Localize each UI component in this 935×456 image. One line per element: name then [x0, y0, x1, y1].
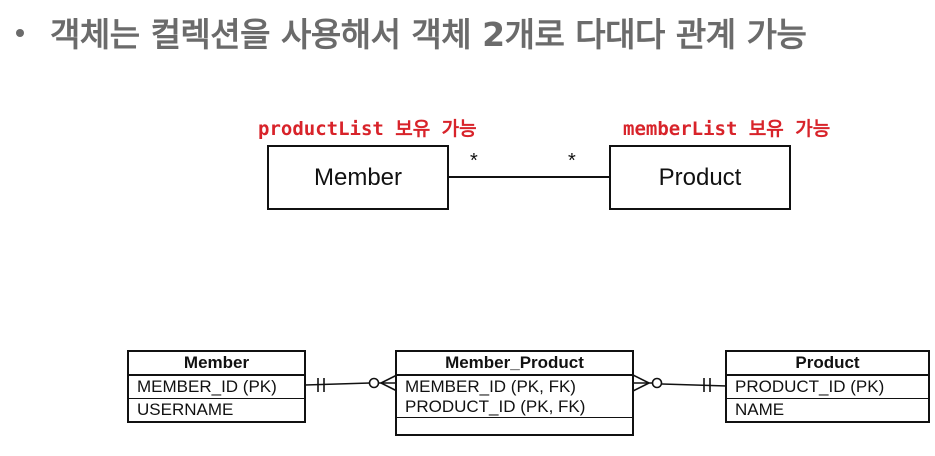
slide-title: 객체는 컬렉션을 사용해서 객체 2개로 다대다 관계 가능 — [12, 8, 807, 56]
erd-table-member-product-title: Member_Product — [397, 352, 632, 376]
erd-relation-product — [632, 374, 728, 392]
product-note: memberList 보유 가능 — [623, 118, 831, 140]
bullet-dot — [16, 28, 24, 37]
erd-table-member: Member MEMBER_ID (PK) USERNAME — [127, 350, 306, 423]
erd-field-mp-member-id: MEMBER_ID (PK, FK) — [405, 377, 576, 396]
uml-class-product-label: Product — [658, 163, 742, 191]
erd-table-product-title: Product — [727, 352, 928, 376]
uml-class-member: Member — [267, 145, 449, 210]
uml-class-product: Product — [609, 145, 791, 210]
erd-table-member-title: Member — [129, 352, 304, 376]
erd-field-name: NAME — [735, 400, 785, 419]
erd-field-username: USERNAME — [137, 400, 234, 419]
erd-key-block: MEMBER_ID (PK, FK) PRODUCT_ID (PK, FK) — [397, 376, 632, 418]
erd-field-member-id: MEMBER_ID (PK) — [129, 376, 304, 399]
erd-relation-member — [304, 374, 398, 392]
erd-table-product: Product PRODUCT_ID (PK) NAME — [725, 350, 930, 423]
erd-field-product-id: PRODUCT_ID (PK) — [727, 376, 928, 399]
erd-field-mp-product-id: PRODUCT_ID (PK, FK) — [405, 397, 586, 416]
member-note: productList 보유 가능 — [258, 118, 477, 140]
product-multiplicity: * — [568, 150, 576, 172]
erd-table-member-product: Member_Product MEMBER_ID (PK, FK) PRODUC… — [395, 350, 634, 436]
member-multiplicity: * — [470, 150, 478, 172]
uml-class-member-label: Member — [313, 163, 403, 191]
slide-title-text: 객체는 컬렉션을 사용해서 객체 2개로 다대다 관계 가능 — [50, 15, 807, 54]
